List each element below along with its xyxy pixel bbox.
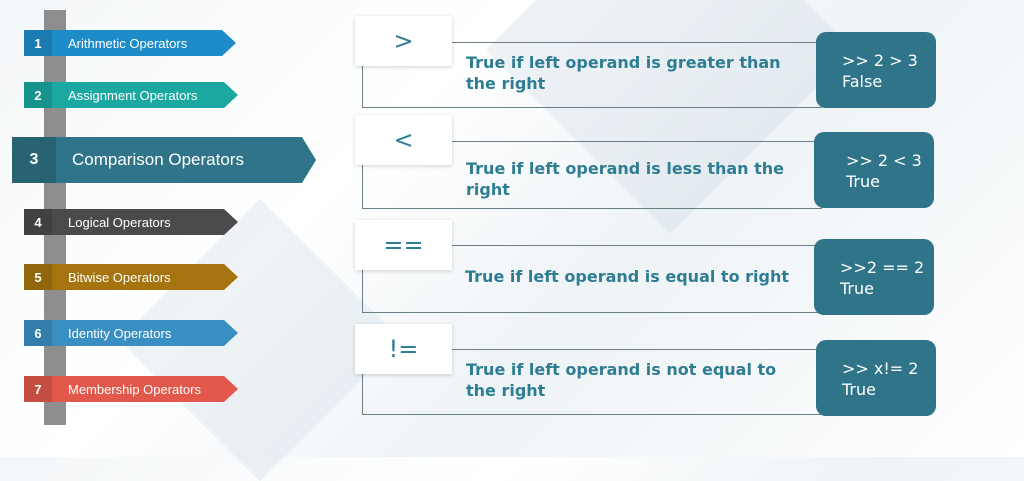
menu-item-number: 7 bbox=[24, 376, 52, 402]
menu-item-logical[interactable]: 4 Logical Operators bbox=[24, 209, 238, 235]
menu-item-label: Bitwise Operators bbox=[68, 269, 171, 285]
operator-description: True if left operand is not equal to the… bbox=[466, 360, 777, 400]
menu-item-identity[interactable]: 6 Identity Operators bbox=[24, 320, 238, 346]
example-code: >>2 == 2 bbox=[840, 258, 925, 277]
menu-item-bitwise[interactable]: 5 Bitwise Operators bbox=[24, 264, 238, 290]
menu-item-assignment[interactable]: 2 Assignment Operators bbox=[24, 82, 238, 108]
menu-item-label: Logical Operators bbox=[68, 214, 171, 230]
example-result: True bbox=[846, 172, 880, 191]
menu-item-number: 3 bbox=[12, 137, 56, 183]
example-code: >> 2 < 3 bbox=[846, 151, 922, 170]
operator-symbol: == bbox=[355, 220, 452, 270]
menu-item-label: Comparison Operators bbox=[72, 150, 244, 169]
operator-example: >> 2 < 3 True bbox=[814, 132, 934, 208]
operator-example: >> x!= 2 True bbox=[816, 340, 936, 416]
menu-item-arithmetic[interactable]: 1 Arithmetic Operators bbox=[24, 30, 236, 56]
operator-symbol: < bbox=[355, 115, 452, 165]
menu-item-label: Assignment Operators bbox=[68, 87, 198, 103]
operator-example: >>2 == 2 True bbox=[814, 239, 934, 315]
menu-item-number: 5 bbox=[24, 264, 52, 290]
example-result: True bbox=[840, 279, 874, 298]
operator-description: True if left operand is less than the ri… bbox=[466, 159, 785, 199]
menu-item-number: 1 bbox=[24, 30, 52, 56]
operator-example: >> 2 > 3 False bbox=[816, 32, 936, 108]
example-code: >> 2 > 3 bbox=[842, 51, 918, 70]
operator-symbol: > bbox=[355, 16, 452, 66]
example-result: True bbox=[842, 380, 876, 399]
menu-item-label: Membership Operators bbox=[68, 381, 201, 397]
menu-item-comparison[interactable]: 3 Comparison Operators bbox=[12, 137, 316, 183]
menu-item-label: Arithmetic Operators bbox=[68, 35, 188, 51]
menu-item-number: 2 bbox=[24, 82, 52, 108]
menu-item-number: 4 bbox=[24, 209, 52, 235]
operator-symbol: != bbox=[355, 324, 452, 374]
operator-description: True if left operand is equal to right bbox=[465, 267, 789, 286]
example-result: False bbox=[842, 72, 883, 91]
menu-item-number: 6 bbox=[24, 320, 52, 346]
menu-item-label: Identity Operators bbox=[68, 325, 172, 341]
menu-item-membership[interactable]: 7 Membership Operators bbox=[24, 376, 238, 402]
example-code: >> x!= 2 bbox=[842, 359, 919, 378]
operator-description: True if left operand is greater than the… bbox=[466, 53, 781, 93]
